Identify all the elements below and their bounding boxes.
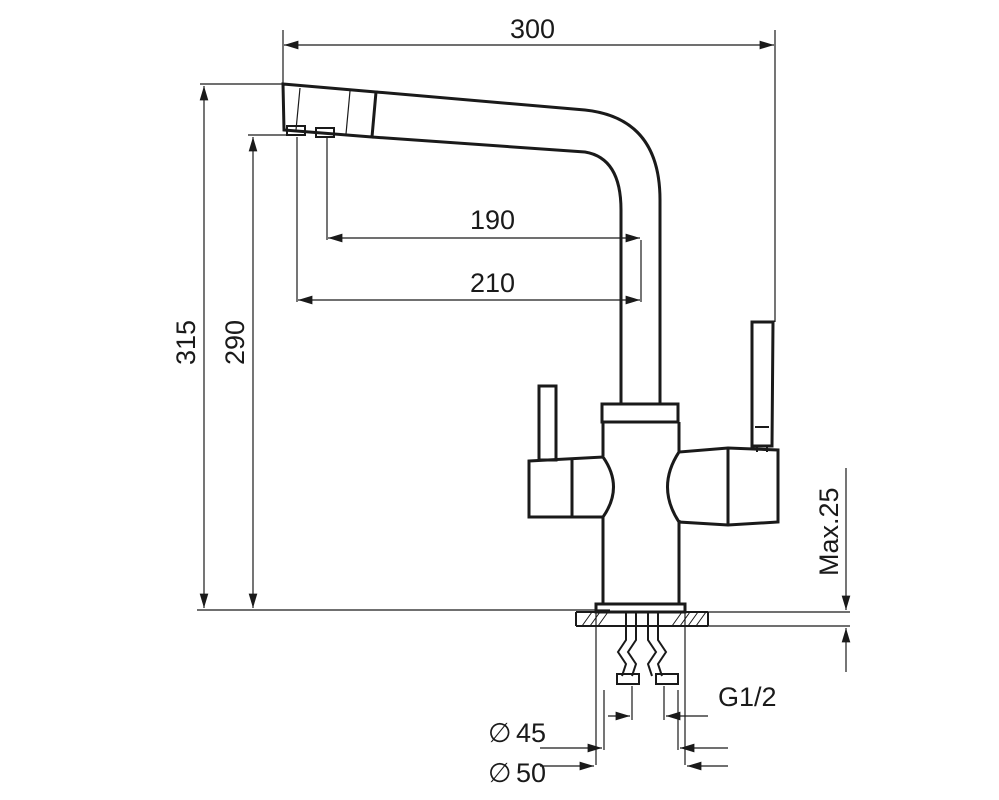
right-handle [666, 446, 780, 527]
dim-50-value: 50 [516, 758, 546, 788]
spout-arm [375, 90, 662, 404]
dim-diameter-45: ∅ 45 [488, 718, 546, 748]
dim-300: 300 [510, 14, 555, 44]
dimension-lines [197, 30, 851, 771]
dim-max25: Max.25 [814, 487, 844, 576]
spout-base-ring [600, 402, 680, 424]
dim-45-value: 45 [516, 718, 546, 748]
dim-315: 315 [171, 320, 201, 365]
base-flange [594, 602, 687, 614]
diameter-symbol-icon: ∅ [488, 718, 512, 748]
dim-190: 190 [470, 205, 515, 235]
dim-diameter-50: ∅ 50 [488, 758, 546, 788]
dim-210: 210 [470, 268, 515, 298]
diameter-symbol-icon: ∅ [488, 758, 512, 788]
dimension-labels: 300 190 210 315 290 Max.25 G1/2 ∅ 45 ∅ 5… [171, 14, 844, 788]
right-lever [750, 320, 775, 448]
left-handle [527, 455, 615, 519]
main-column [601, 422, 681, 604]
faucet-body [281, 82, 780, 685]
left-lever [537, 384, 558, 462]
flexible-hoses [616, 612, 679, 685]
spout-head [281, 82, 378, 139]
outlet-right [315, 127, 335, 138]
dim-g12: G1/2 [718, 682, 777, 712]
dim-290: 290 [220, 320, 250, 365]
